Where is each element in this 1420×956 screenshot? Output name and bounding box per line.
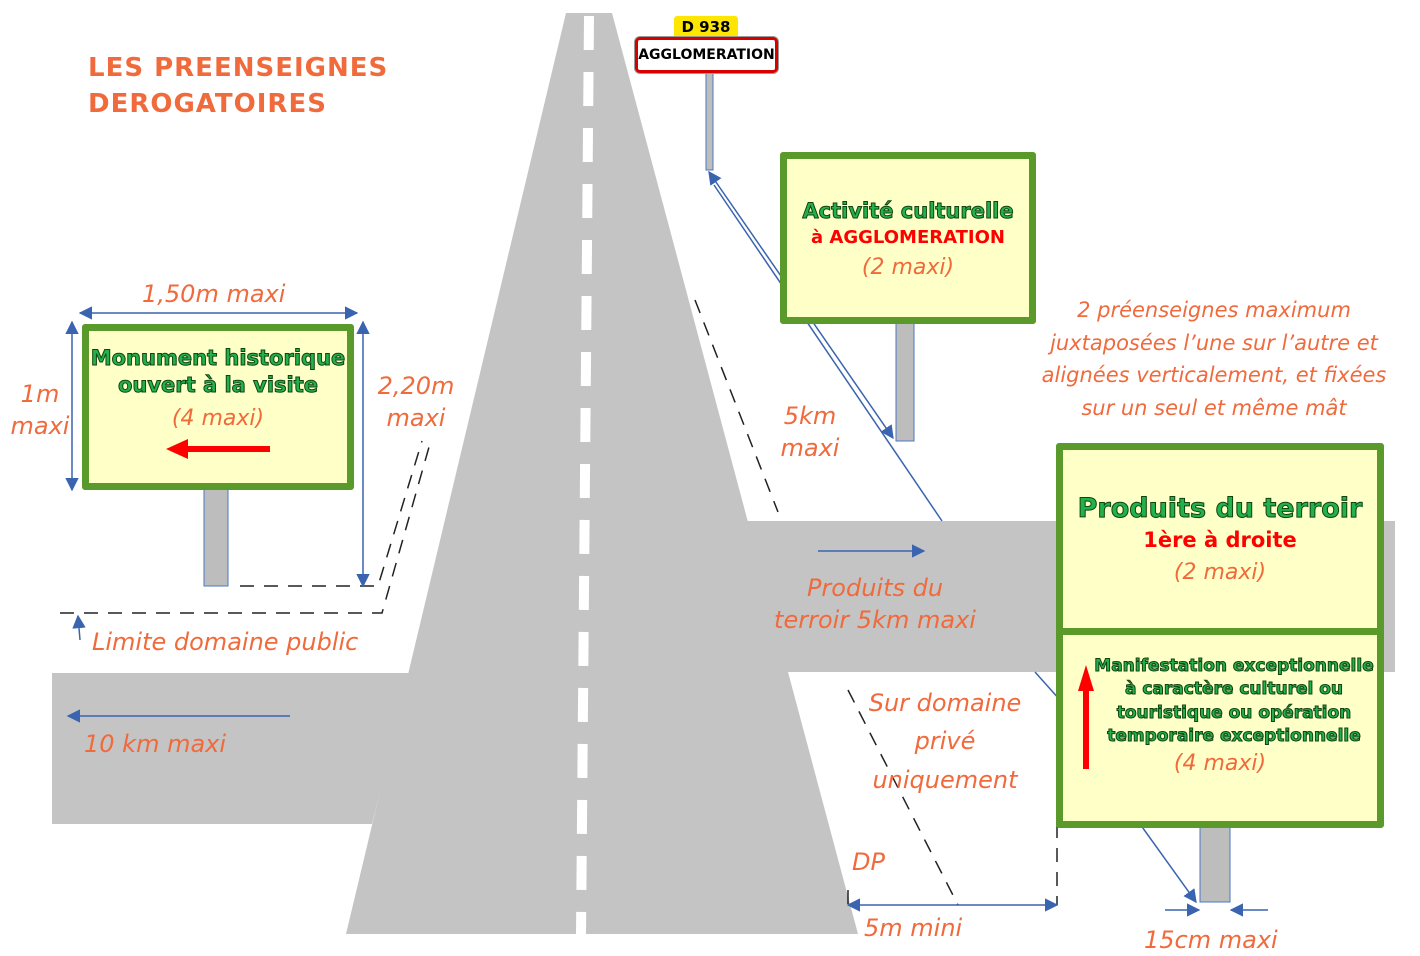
agglomeration-sign-post (705, 71, 714, 171)
juxtaposition-note: 2 préenseignes maximum juxtaposées l’une… (1010, 294, 1418, 424)
culture-sign-count: (2 maxi) (861, 254, 955, 280)
height-1m-line2: maxi (10, 412, 70, 441)
prive-line2: privé (914, 727, 976, 756)
limite-arrow (72, 614, 86, 641)
manifestation-sign: Manifestation exceptionnelle à caractère… (1056, 628, 1384, 828)
road-centerline (576, 15, 594, 935)
culture-sign-line1: Activité culturelle (802, 198, 1014, 223)
agglomeration-sign: AGGLOMERATION (635, 37, 778, 73)
height-220-line1: 2,20m (377, 372, 455, 400)
terroir-guide-line (1034, 671, 1061, 701)
dp-label: DP (852, 848, 885, 876)
monument-sign-post (203, 487, 229, 587)
culture-5km-arrow-b (713, 184, 943, 522)
height-1m-label: 1m maxi (10, 378, 70, 443)
road-number-tag: D 938 (674, 16, 738, 38)
culture-5km-label: 5km maxi (770, 400, 850, 465)
prive-line3: uniquement (872, 765, 1018, 794)
fifteen-cm-label: 15cm maxi (1144, 926, 1278, 954)
height-220-line2: maxi (386, 404, 446, 433)
juxtaposition-line4: sur un seul et même mât (1081, 395, 1347, 420)
ten-km-label: 10 km maxi (84, 730, 227, 758)
culture-sign-post (895, 321, 915, 442)
monument-sign-count: (4 maxi) (171, 405, 265, 431)
terroir-sign-post (1199, 825, 1231, 903)
terroir-distance-line2: terroir 5km maxi (774, 606, 976, 635)
limite-domaine-label: Limite domaine public (92, 628, 359, 656)
height-220-label: 2,20m maxi (362, 370, 470, 435)
monument-sign: Monument historique ouvert à la visite (… (82, 324, 354, 490)
up-arrow-icon (1078, 665, 1094, 769)
juxtaposition-line1: 2 préenseignes maximum (1077, 298, 1351, 322)
juxtaposition-line2: juxtaposées l’une sur l’autre et (1050, 330, 1378, 355)
left-side-road (52, 673, 410, 824)
culture-sign-line2: à AGGLOMERATION (811, 227, 1005, 249)
monument-sign-line2: ouvert à la visite (117, 373, 319, 398)
culture-5km-line2: maxi (780, 434, 840, 463)
manifestation-sign-line4: temporaire exceptionnelle (1107, 726, 1362, 747)
main-road (346, 13, 858, 934)
height-1m-line1: 1m (20, 380, 60, 408)
diagram-title: LES PREENSEIGNES DEROGATOIRES (88, 50, 388, 123)
five-m-label: 5m mini (864, 914, 963, 942)
monument-sign-line1: Monument historique (90, 345, 346, 370)
juxtaposition-line3: alignées verticalement, et fixées (1041, 363, 1387, 388)
title-line-2: DEROGATOIRES (88, 89, 327, 120)
terroir-sign-line1: Produits du terroir (1077, 493, 1363, 525)
prive-note: Sur domaine privé uniquement (850, 684, 1040, 799)
prive-line1: Sur domaine (868, 689, 1022, 717)
post-15cm-guide (1139, 823, 1197, 904)
terroir-sign: Produits du terroir 1ère à droite (2 max… (1056, 443, 1384, 635)
terroir-distance-line1: Produits du (806, 574, 944, 602)
left-arrow-icon (166, 438, 270, 459)
title-line-1: LES PREENSEIGNES (88, 53, 389, 83)
width-max-label: 1,50m maxi (142, 280, 286, 308)
culture-5km-line1: 5km (783, 402, 837, 430)
culture-sign: Activité culturelle à AGGLOMERATION (2 m… (780, 152, 1036, 324)
terroir-sign-count: (2 maxi) (1173, 560, 1267, 586)
manifestation-sign-line1: Manifestation exceptionnelle (1094, 655, 1374, 676)
manifestation-sign-count: (4 maxi) (1173, 750, 1267, 776)
manifestation-sign-line2: à caractère culturel ou (1124, 679, 1344, 700)
terroir-distance-label: Produits du terroir 5km maxi (742, 572, 1008, 637)
terroir-sign-line2: 1ère à droite (1143, 527, 1297, 552)
manifestation-sign-line3: touristique ou opération (1116, 702, 1352, 723)
